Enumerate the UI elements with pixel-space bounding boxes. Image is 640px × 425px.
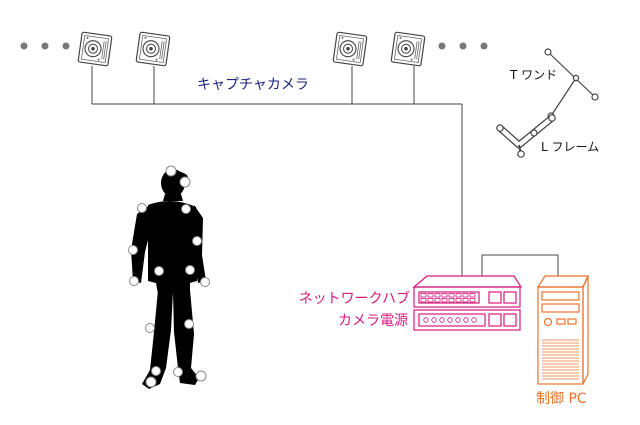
t-wand-label: T ワンド bbox=[510, 68, 558, 82]
marker-dot bbox=[192, 236, 202, 246]
camera-icon-4 bbox=[390, 31, 426, 67]
marker-dot bbox=[154, 266, 164, 276]
ellipsis-dots-right bbox=[438, 42, 488, 50]
marker-dot bbox=[129, 276, 139, 286]
marker-dot bbox=[145, 323, 155, 333]
camera-power-label: カメラ電源 bbox=[338, 313, 408, 329]
marker-dot bbox=[184, 319, 194, 329]
marker-dot bbox=[173, 367, 183, 377]
hub-to-pc-wiring bbox=[481, 254, 559, 276]
marker-dots bbox=[128, 165, 210, 388]
marker-dot bbox=[165, 165, 177, 177]
l-frame-label: L フレーム bbox=[541, 140, 600, 154]
camera-bus-wiring bbox=[91, 66, 463, 276]
marker-dot bbox=[185, 265, 195, 275]
camera-icon-1 bbox=[77, 31, 113, 67]
marker-dot bbox=[137, 203, 147, 213]
marker-dot bbox=[128, 245, 138, 255]
l-frame-icon bbox=[496, 114, 556, 158]
camera-icon-2 bbox=[135, 31, 171, 67]
control-pc-label: 制御 PC bbox=[536, 391, 587, 407]
marker-dot bbox=[181, 204, 191, 214]
marker-dot bbox=[151, 366, 161, 376]
capture-cameras-label: キャプチャカメラ bbox=[197, 77, 309, 93]
marker-dot bbox=[195, 370, 207, 382]
person-silhouette bbox=[131, 169, 206, 389]
marker-dot bbox=[179, 176, 191, 188]
control-pc-icon bbox=[536, 275, 589, 385]
network-hub-icon bbox=[412, 275, 523, 308]
t-wand-icon bbox=[544, 48, 599, 120]
camera-power-icon bbox=[413, 309, 521, 331]
marker-dot bbox=[145, 376, 157, 388]
marker-dot bbox=[200, 277, 210, 287]
camera-icon-3 bbox=[332, 31, 368, 67]
network-hub-label: ネットワークハブ bbox=[298, 291, 410, 307]
ellipsis-dots-left bbox=[20, 42, 70, 50]
